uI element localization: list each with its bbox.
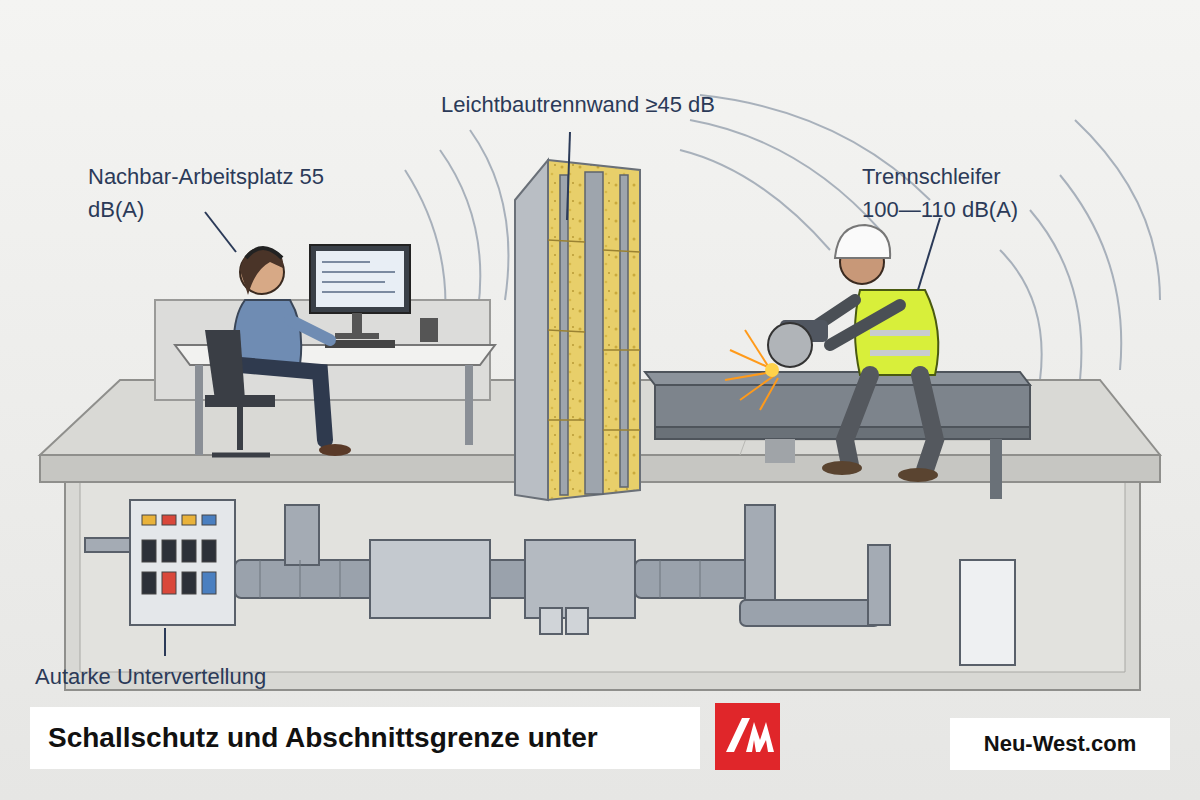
brand-text: Neu-West.com xyxy=(984,731,1136,757)
callout-label: Autarke Untervertellung xyxy=(35,660,355,693)
callout-label: Trennschleifer 100—110 dB(A) xyxy=(862,160,1042,226)
title: Schallschutz und Abschnittsgrenze unter xyxy=(48,722,598,754)
title-box: Schallschutz und Abschnittsgrenze unter xyxy=(30,707,700,769)
brand-box: Neu-West.com xyxy=(950,718,1170,770)
callout-label: Nachbar-Arbeitsplatz 55 dB(A) xyxy=(88,160,328,226)
callout-label: Leichtbautrennwand ≥45 dB xyxy=(418,88,738,121)
